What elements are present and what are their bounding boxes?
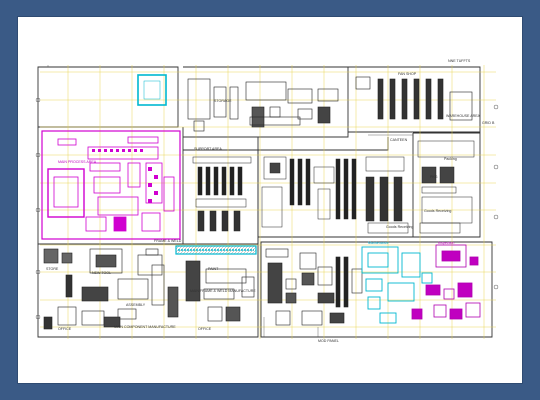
label-office-left2: OFFICE	[198, 327, 212, 331]
grid-markers	[35, 97, 499, 320]
label-storage-top: STORAGE	[214, 99, 232, 103]
cyan-conveyor	[175, 245, 257, 255]
building-outline	[37, 66, 493, 338]
magenta-dots	[92, 149, 158, 203]
label-office-left: OFFICE	[58, 327, 72, 331]
label-office-top-right: WAREHOUSE AREA	[446, 114, 481, 118]
magenta-process-area	[41, 130, 181, 240]
plan-frame: NNE TUFFTS STORAGE WAREHOUSE AREA CANTEE…	[18, 17, 522, 383]
central-machinery	[192, 140, 475, 234]
label-dock: Goods Receiving	[424, 209, 452, 213]
bottom-left-equipment	[43, 248, 255, 330]
label-pkg: PKG	[430, 175, 438, 179]
storage-top-left	[137, 74, 167, 106]
cyan-equipment	[361, 246, 433, 324]
label-packing: Packing	[444, 157, 457, 161]
label-canteen: CANTEEN	[390, 138, 408, 142]
purple-equipment	[411, 244, 481, 320]
detail-lines	[38, 65, 413, 337]
label-new-tool: NEW TOOL	[92, 271, 112, 275]
label-component-mfg: MAIN COMPONENT MANUFACTURE	[114, 325, 176, 329]
label-purple-tag: Inspection	[438, 241, 455, 245]
factory-floor-plan	[35, 65, 499, 339]
label-mod-panel: MOD PANEL	[318, 339, 339, 343]
top-middle-equipment	[187, 78, 339, 132]
label-assembly: ASSEMBLY	[126, 303, 146, 307]
label-col: GRID B	[482, 121, 495, 125]
label-frame-mfg: MAIN FRAME & WELD MANUFACTURE	[190, 289, 256, 293]
label-frame-top: SUPPORT AREA	[194, 147, 222, 151]
label-store: STORE	[46, 267, 59, 271]
label-area-mid: FRAME & WELD	[154, 239, 182, 243]
label-fanning: FAN SHOP	[398, 72, 417, 76]
bottom-right-equipment	[265, 248, 363, 326]
label-dock2: Goods Receiving	[386, 225, 414, 229]
label-cyan-tag: Maintenance	[368, 241, 389, 245]
top-right-label: NNE TUFFTS	[448, 59, 471, 63]
label-paint: PAINT	[208, 267, 219, 271]
top-right-racks	[355, 76, 473, 121]
label-area-left: MAIN PROCESS AREA	[58, 160, 97, 164]
